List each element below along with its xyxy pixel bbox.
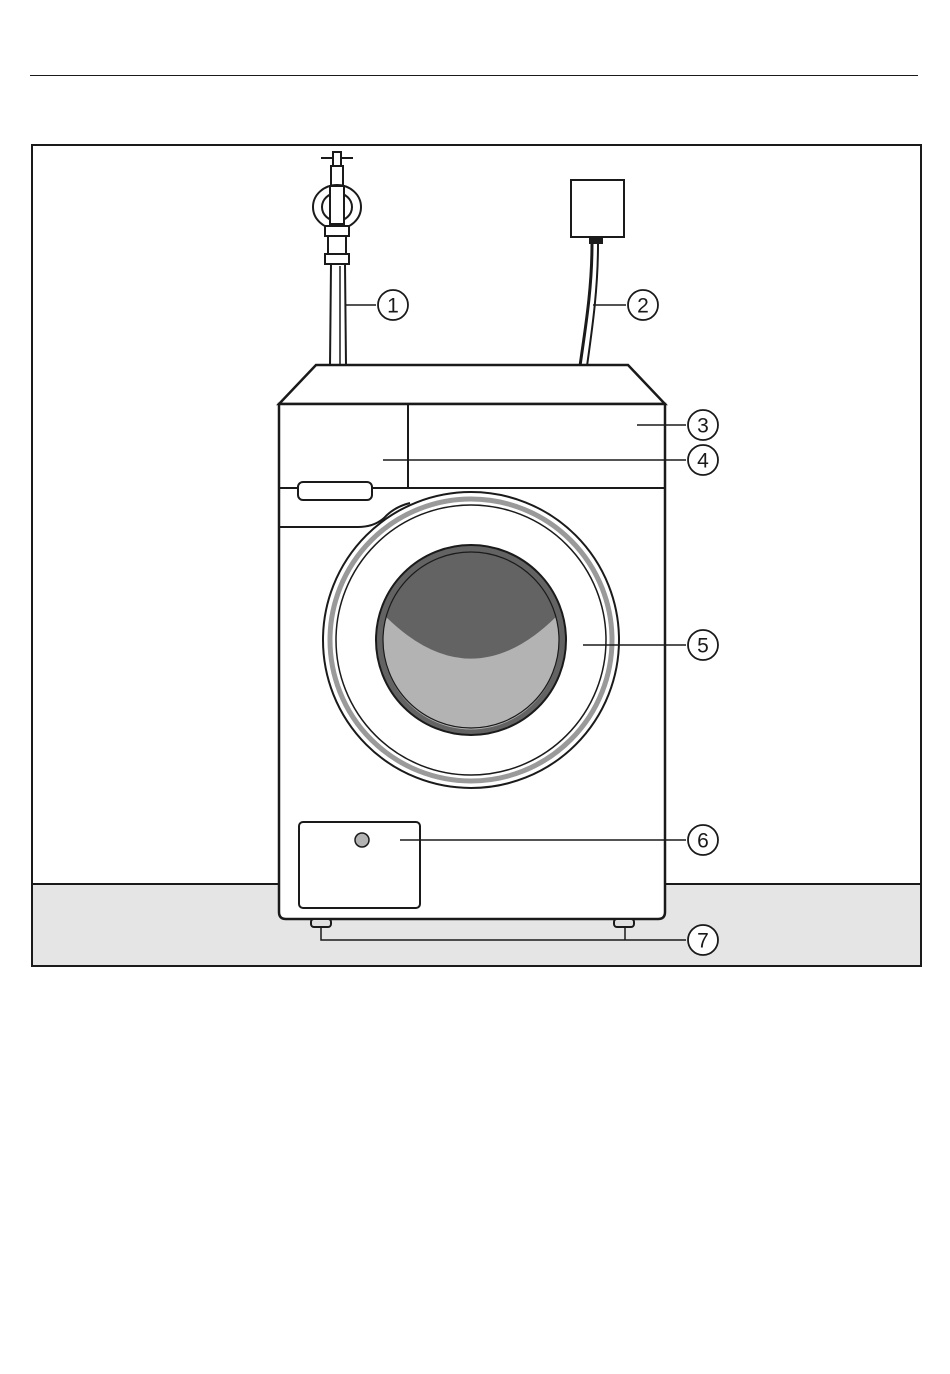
callout-2: 2 [628,290,658,320]
water-inlet-hose [330,264,346,366]
callout-4: 4 [688,445,718,475]
door [323,492,619,788]
callout-5: 5 [688,630,718,660]
callout-6: 6 [688,825,718,855]
callout-6-number: 6 [697,830,709,853]
callout-3-number: 3 [697,415,709,438]
water-tap-icon [313,152,361,264]
callout-4-number: 4 [697,450,709,473]
callout-1: 1 [378,290,408,320]
callout-3: 3 [688,410,718,440]
callout-7-number: 7 [697,930,709,953]
callout-7: 7 [688,925,718,955]
callout-2-number: 2 [637,295,649,318]
power-plug-icon [571,180,624,244]
callout-1-number: 1 [387,295,399,318]
machine-top [279,365,665,404]
drain-pump-access-panel [299,822,420,908]
callout-5-number: 5 [697,635,709,658]
